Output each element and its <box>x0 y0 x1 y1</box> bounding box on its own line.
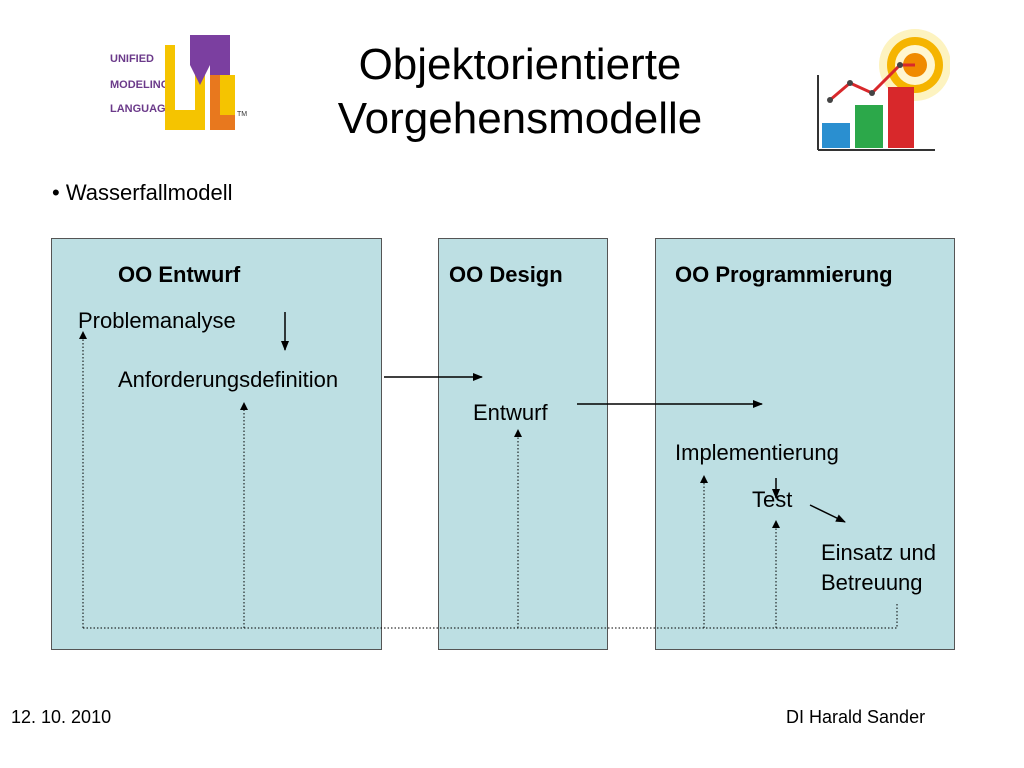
uml-logo: UNIFIED MODELING LANGUAGE TM <box>110 35 247 130</box>
title-line-1: Objektorientierte <box>358 40 682 89</box>
step-anforderungsdefinition: Anforderungsdefinition <box>118 367 339 392</box>
feedback-baseline <box>83 604 898 629</box>
step-einsatz-line-2: Betreuung <box>821 570 923 595</box>
panel-oo-design <box>438 238 608 650</box>
title-line-2: Vorgehensmodelle <box>337 94 703 143</box>
panel-oo-entwurf <box>51 238 382 650</box>
bullet-wasserfallmodell: • Wasserfallmodell <box>52 180 233 205</box>
arrow-test-to-einsatz <box>809 504 846 523</box>
phase-oo-programmierung: OO Programmierung <box>675 262 893 287</box>
svg-text:LANGUAGE: LANGUAGE <box>110 103 173 115</box>
footer-date: 12. 10. 2010 <box>11 707 112 727</box>
step-einsatz-line-1: Einsatz und <box>821 540 936 565</box>
step-test: Test <box>752 487 793 512</box>
phase-oo-design: OO Design <box>449 262 563 287</box>
svg-text:TM: TM <box>237 111 247 118</box>
step-einsatz-und-betreuung: Einsatz und Betreuung <box>821 538 936 598</box>
step-problemanalyse: Problemanalyse <box>78 308 236 333</box>
step-entwurf: Entwurf <box>473 400 548 425</box>
svg-text:UNIFIED: UNIFIED <box>110 53 154 65</box>
page-title: Objektorientierte Vorgehensmodelle <box>270 38 770 146</box>
phase-oo-entwurf: OO Entwurf <box>118 262 241 287</box>
chart-target-icon <box>817 29 950 151</box>
footer-author: DI Harald Sander <box>786 707 926 727</box>
panel-oo-programmierung <box>655 238 955 650</box>
step-implementierung: Implementierung <box>675 440 839 465</box>
svg-text:MODELING: MODELING <box>110 79 169 91</box>
